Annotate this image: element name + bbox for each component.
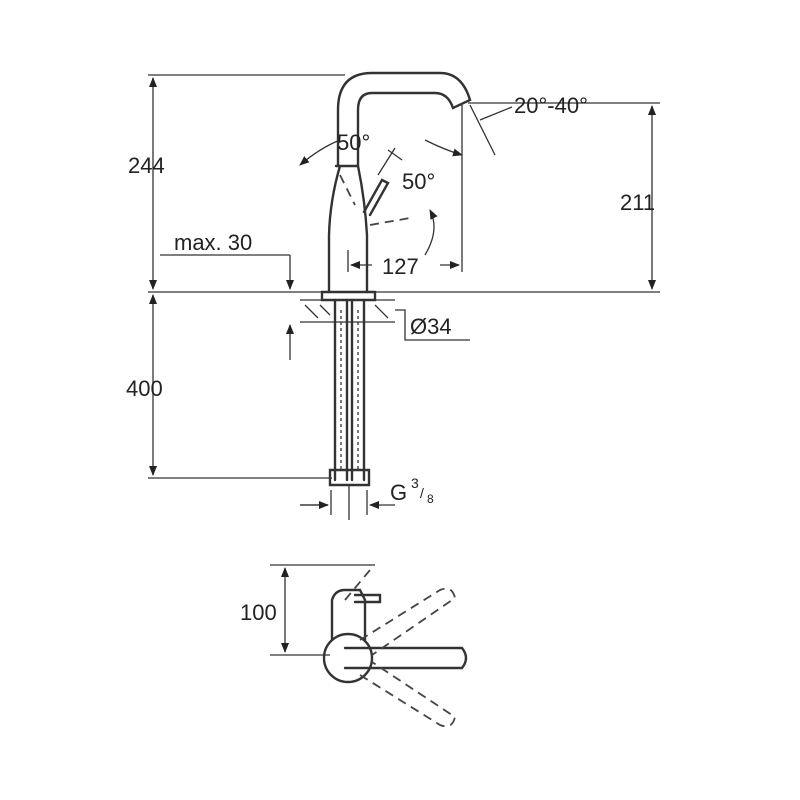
- label-top-view-depth: 100: [240, 600, 277, 625]
- faucet-top-view: [270, 564, 468, 728]
- label-connection-den: 8: [427, 492, 434, 506]
- dimension-lines: [148, 74, 660, 515]
- label-hole-diameter: Ø34: [410, 314, 452, 339]
- label-connection: G: [390, 480, 407, 505]
- dimension-labels: 244 211 20°-40° 50° 50° max. 30 127 Ø34 …: [126, 93, 655, 625]
- label-spout-reach: 127: [382, 254, 419, 279]
- label-hose-length: 400: [126, 376, 163, 401]
- label-connection-slash: /: [420, 485, 424, 501]
- label-spout-height: 211: [620, 190, 655, 215]
- label-connection-num: 3: [411, 475, 419, 491]
- label-lever-angle-2: 50°: [402, 169, 435, 194]
- faucet-side-view: [299, 71, 472, 520]
- label-spout-swivel: 20°-40°: [514, 93, 588, 118]
- label-total-height: 244: [128, 153, 165, 178]
- label-lever-angle-1: 50°: [337, 130, 370, 155]
- label-max-thickness: max. 30: [174, 230, 252, 255]
